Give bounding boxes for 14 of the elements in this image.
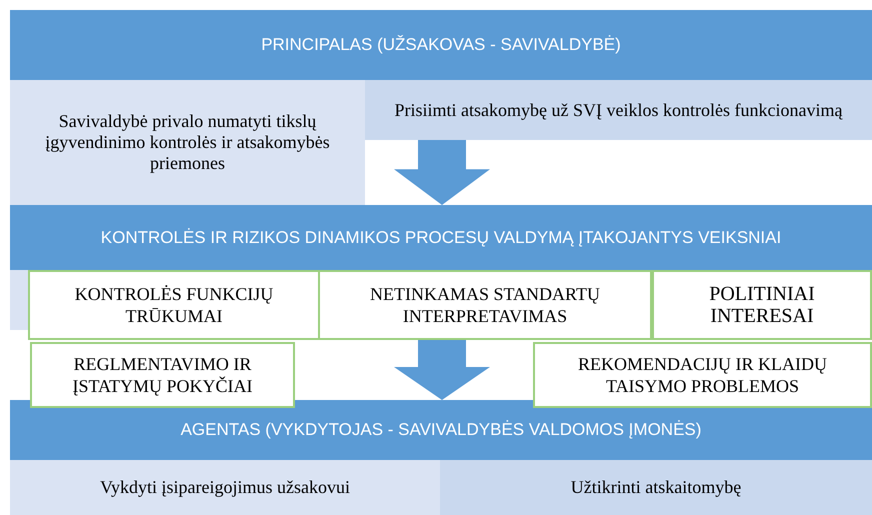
factor-box: KONTROLĖS FUNKCIJŲ TRŪKUMAI [28, 270, 320, 340]
title-band: KONTROLĖS IR RIZIKOS DINAMIKOS PROCESŲ VALDYMĄ ĮTAKOJANTYS VEIKSNIAI [10, 205, 872, 270]
text-box: Užtikrinti atskaitomybę [440, 460, 872, 515]
factor-box: POLITINIAI INTERESAI [652, 270, 872, 340]
text-box: Vykdyti įsipareigojimus užsakovui [10, 460, 440, 515]
block-arrow [394, 140, 490, 205]
factor-box: REKOMENDACIJŲ IR KLAIDŲ TAISYMO PROBLEMOS [533, 342, 872, 408]
factor-box: NETINKAMAS STANDARTŲ INTERPRETAVIMAS [318, 270, 652, 340]
title-band: PRINCIPALAS (UŽSAKOVAS - SAVIVALDYBĖ) [10, 10, 872, 80]
text-box: Prisiimti atsakomybę už SVĮ veiklos kontrolės funkcionavimą [365, 80, 872, 140]
factor-box: REGLMENTAVIMO IR ĮSTATYMŲ POKYČIAI [30, 342, 295, 408]
block-arrow [394, 340, 490, 400]
text-box: Savivaldybė privalo numatyti tikslų įgyvendinimo kontrolės ir atsakomybės priemones [10, 80, 365, 205]
title-band: AGENTAS (VYKDYTOJAS - SAVIVALDYBĖS VALDOMOS ĮMONĖS) [10, 400, 872, 460]
